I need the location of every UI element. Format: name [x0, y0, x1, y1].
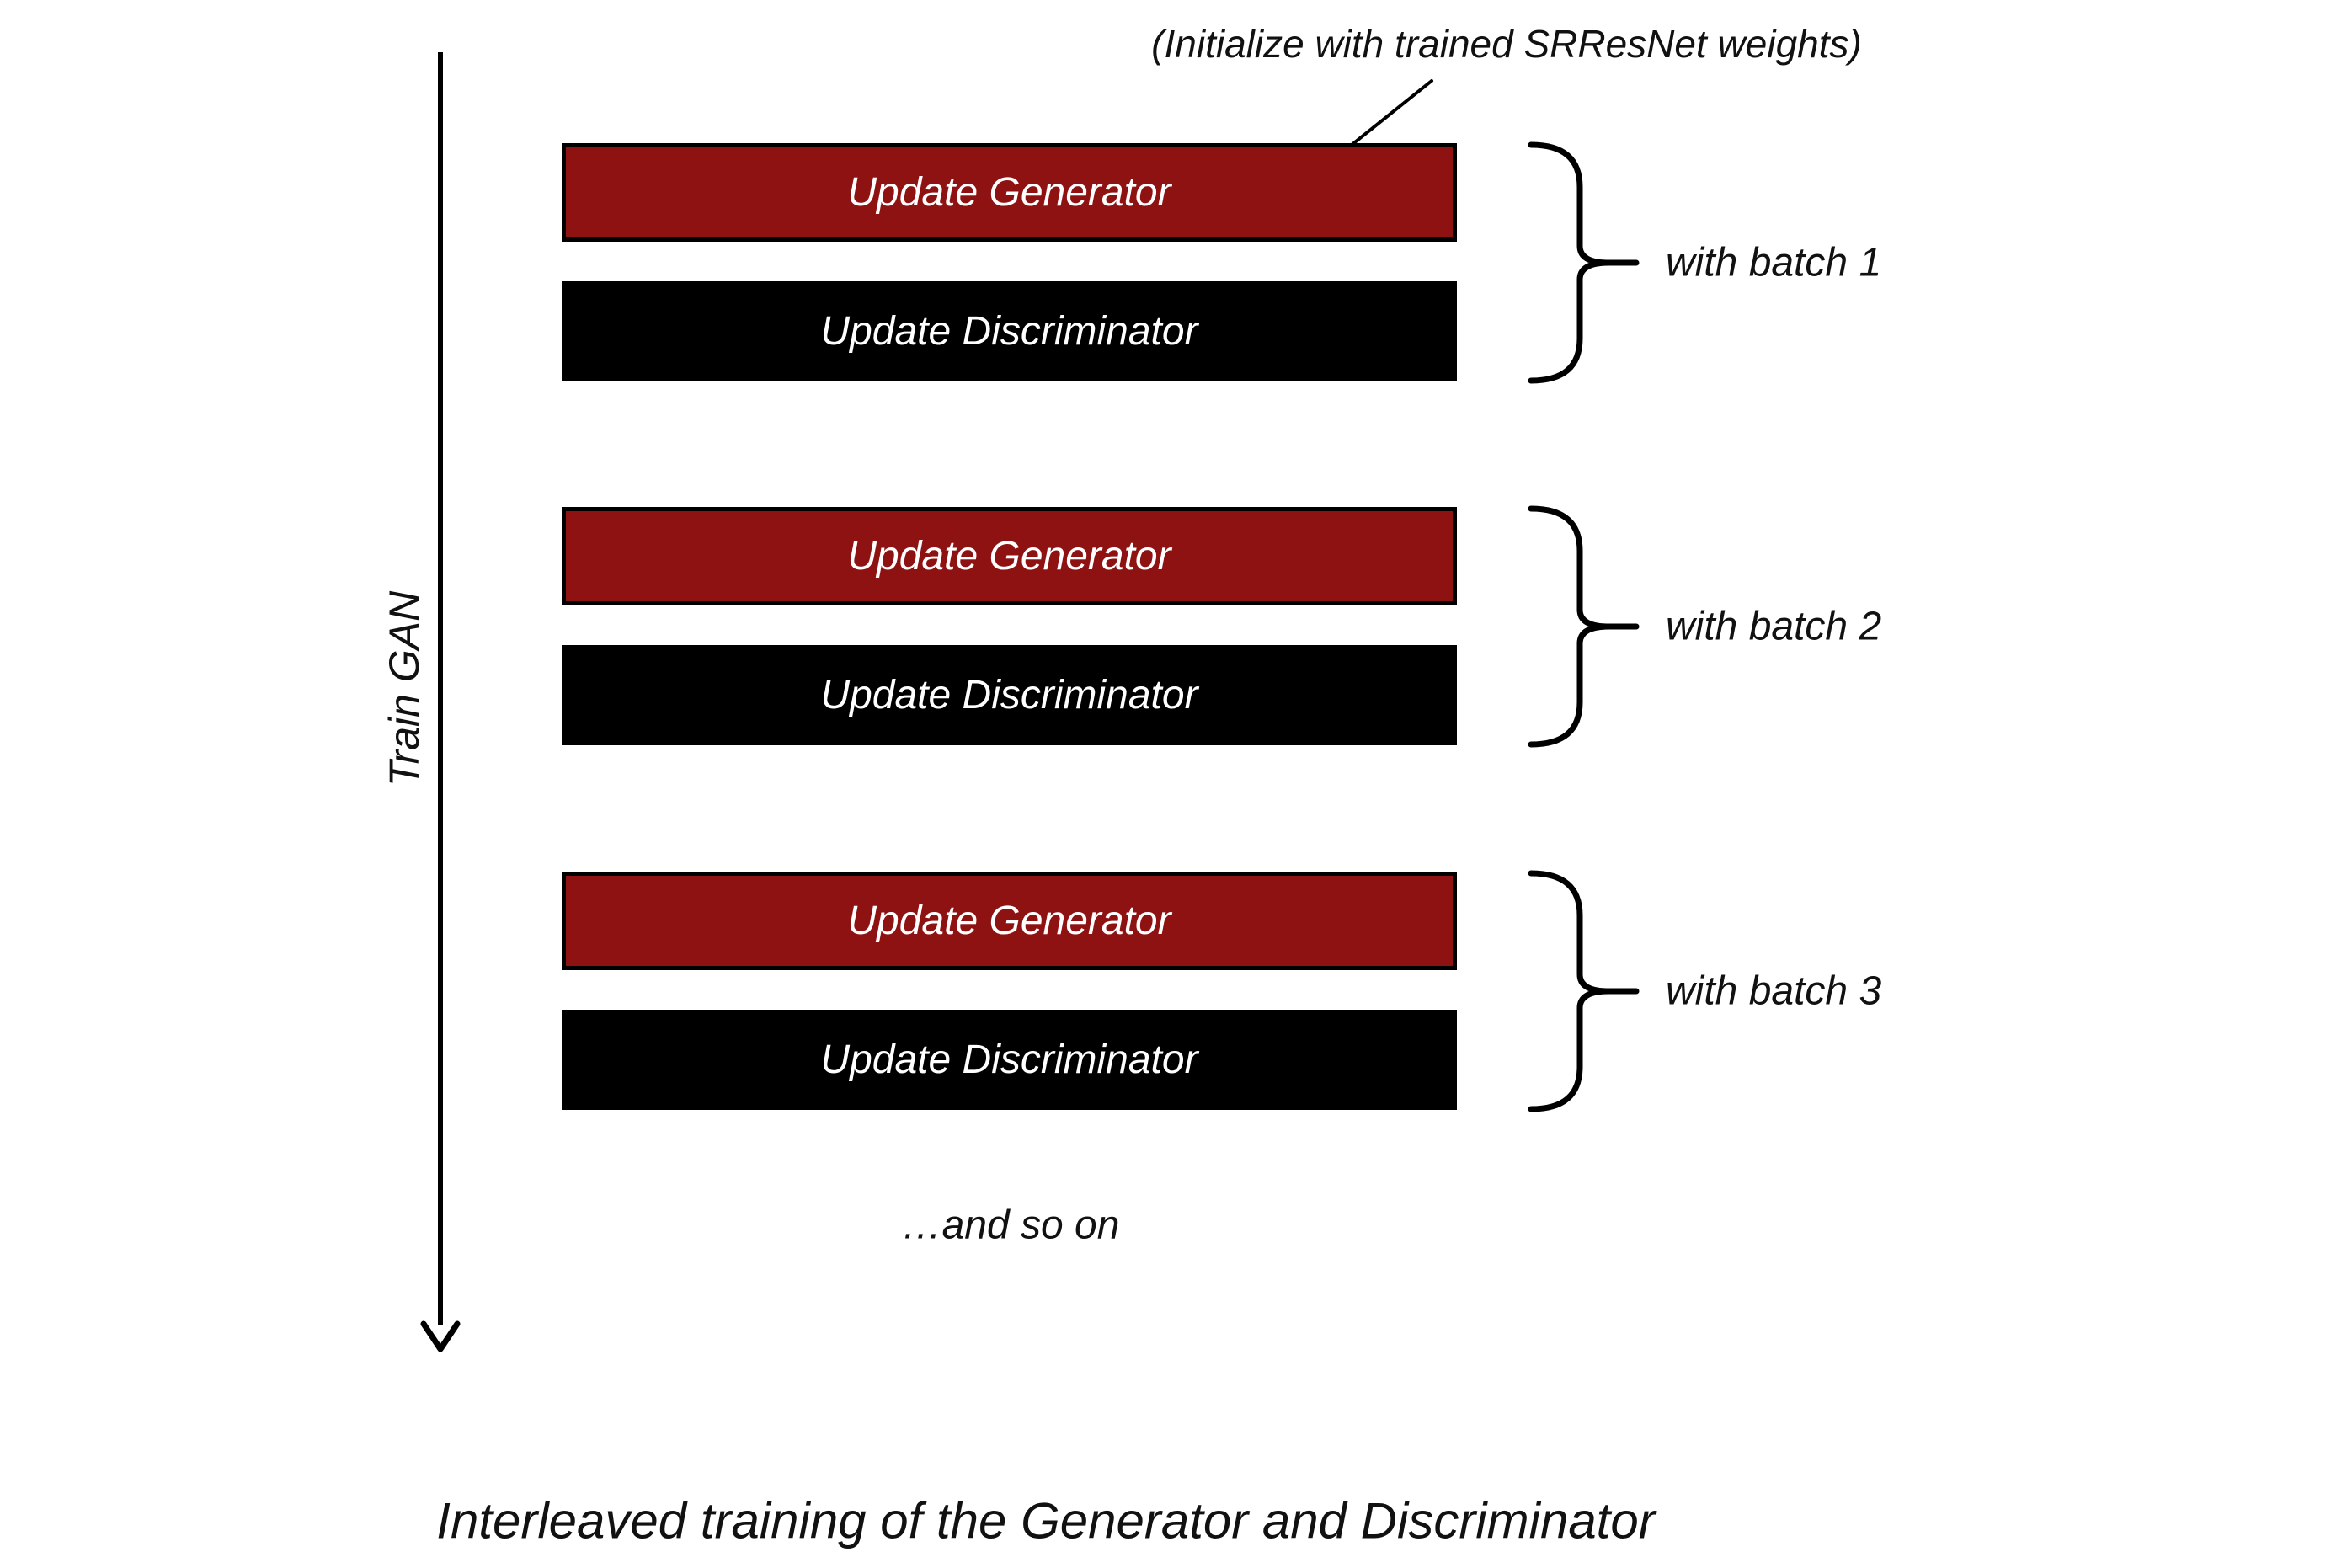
down-arrow-icon [420, 1320, 461, 1352]
update-discriminator-label: Update Discriminator [820, 1037, 1198, 1082]
update-generator-box: Update Generator [562, 143, 1457, 242]
update-discriminator-box: Update Discriminator [562, 645, 1457, 745]
update-generator-box: Update Generator [562, 872, 1457, 970]
curly-brace-icon [1528, 141, 1640, 384]
batch-label: with batch 2 [1666, 604, 1882, 649]
batch-label: with batch 1 [1666, 240, 1882, 285]
update-generator-label: Update Generator [847, 534, 1171, 579]
update-discriminator-box: Update Discriminator [562, 281, 1457, 381]
update-discriminator-box: Update Discriminator [562, 1010, 1457, 1110]
update-generator-label: Update Generator [847, 170, 1171, 215]
update-generator-box: Update Generator [562, 507, 1457, 605]
train-gan-label: Train GAN [381, 590, 428, 787]
diagram-caption: Interleaved training of the Generator an… [436, 1492, 1656, 1549]
batch-label: with batch 3 [1666, 968, 1882, 1014]
curly-brace-icon [1528, 870, 1640, 1112]
update-discriminator-label: Update Discriminator [820, 673, 1198, 717]
initialize-annotation: (Initialize with trained SRResNet weight… [1151, 22, 1862, 66]
update-discriminator-label: Update Discriminator [820, 309, 1198, 354]
curly-brace-icon [1528, 505, 1640, 748]
train-gan-arrow-line [438, 52, 443, 1325]
update-generator-label: Update Generator [847, 899, 1171, 943]
continuation-text: …and so on [901, 1203, 1120, 1248]
